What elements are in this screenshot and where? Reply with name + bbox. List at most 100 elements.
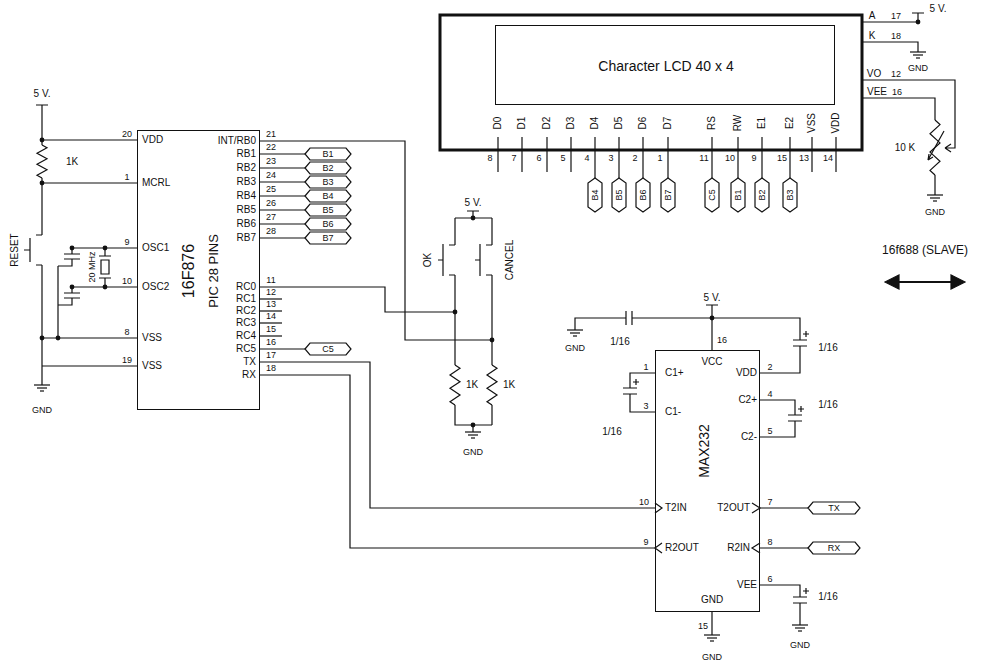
wire [260,237,305,238]
serial-wire [260,362,655,508]
schematic-label: GND [925,208,945,217]
chip-title: 16F876 [181,244,197,298]
schematic-label: 10 [639,498,649,507]
schematic-label: C1+ [665,368,684,378]
wire [707,637,717,638]
wire [570,137,571,172]
schematic-label: 19 [122,356,132,365]
schematic-label: 17 [266,351,276,360]
junction-dot [710,316,715,321]
serial-wire [260,375,655,548]
schematic-label: 15 [777,154,787,163]
junction-dot [40,336,45,341]
link-arrow [899,281,951,283]
schematic-label: C5 [322,345,334,354]
schematic-label: C1- [665,407,681,417]
chip-title: MAX232 [697,424,711,478]
wire [811,137,812,172]
schematic-label: C2+ [738,395,757,405]
schematic-label: D3 [566,117,576,130]
net-flag [588,178,602,212]
schematic-label: RB4 [237,191,256,201]
schematic-label: 1 [657,154,662,163]
schematic-label: RW [733,115,743,131]
schematic-label: CANCEL [505,240,515,281]
schematic-label: RS [707,116,717,130]
wire [792,624,808,625]
schematic-label: 1 [643,363,648,372]
schematic-label: 12 [891,70,901,79]
junction-dot [40,138,45,143]
schematic-label: 1/16 [818,400,837,410]
schematic-label: RC2 [236,306,256,316]
wire [575,305,809,635]
schematic-label: R2OUT [665,543,699,553]
schematic-label: 5 V. [930,4,947,14]
net-flag [305,204,351,216]
schematic-label: 20 MHz [88,251,97,282]
wire [260,322,282,323]
schematic-label: 8 [124,328,129,337]
pot-arrow [928,131,944,160]
schematic-label: 1K [503,380,515,390]
wire [594,137,595,178]
schematic-label: 8 [767,538,772,547]
wire [711,137,712,178]
schematic-label: 5 V. [704,293,721,303]
schematic-label: 11 [699,154,708,163]
wire [34,384,50,385]
resistor-symbol [487,365,497,405]
schematic-label: RB3 [237,177,256,187]
net-flag [731,178,745,212]
schematic-label: RB1 [237,149,256,159]
junction-dot [471,216,476,221]
wire [710,640,714,641]
wire [618,137,619,178]
wire [497,137,498,172]
schematic-label: VSS [142,361,162,371]
schematic-label: 14 [823,154,833,163]
schematic-label: 1 [124,173,129,182]
schematic-label: T2OUT [717,503,750,513]
wire [260,153,305,154]
schematic-label: 3 [608,154,613,163]
schematic-label: B2 [322,164,333,173]
schematic-label: RC4 [236,331,256,341]
schematic-label: RX [828,544,841,553]
schematic-label: 26 [266,199,276,208]
net-flag [305,176,351,188]
schematic-label: 10 [725,154,735,163]
schematic-label: 12 [266,288,276,297]
schematic-label: 4 [584,154,589,163]
wire [260,181,305,182]
schematic-label: T2IN [665,503,687,513]
schematic-label: 25 [266,185,276,194]
schematic-label: GND [32,406,52,415]
schematic-label: 2 [767,363,772,372]
net-flag [808,502,860,514]
schematic-label: RX [242,370,256,380]
schematic-label: GND [702,653,722,662]
wire [260,348,305,349]
schematic-label: 9 [643,538,648,547]
link-arrow-head [885,275,965,289]
schematic-label: B3 [322,178,333,187]
schematic-label: 10 K [895,143,916,153]
junction-dot [471,423,476,428]
schematic-label: 6 [767,575,772,584]
schematic-label: 18 [891,32,901,41]
schematic-label: B1 [734,189,743,200]
schematic-label: E1 [757,117,767,129]
schematic-label: VO [867,69,881,79]
junction-dot [70,246,75,251]
chip-title: Character LCD 40 x 4 [598,59,733,73]
wire [704,634,720,635]
junction-dot [103,285,108,290]
schematic-label: VDD [142,135,163,145]
schematic-label: B2 [758,189,767,200]
schematic-label: 4 [767,390,772,399]
schematic-label: C2- [741,432,757,442]
wire [260,167,305,168]
schematic-label: D4 [590,117,600,130]
schematic-label: 17 [891,12,901,21]
